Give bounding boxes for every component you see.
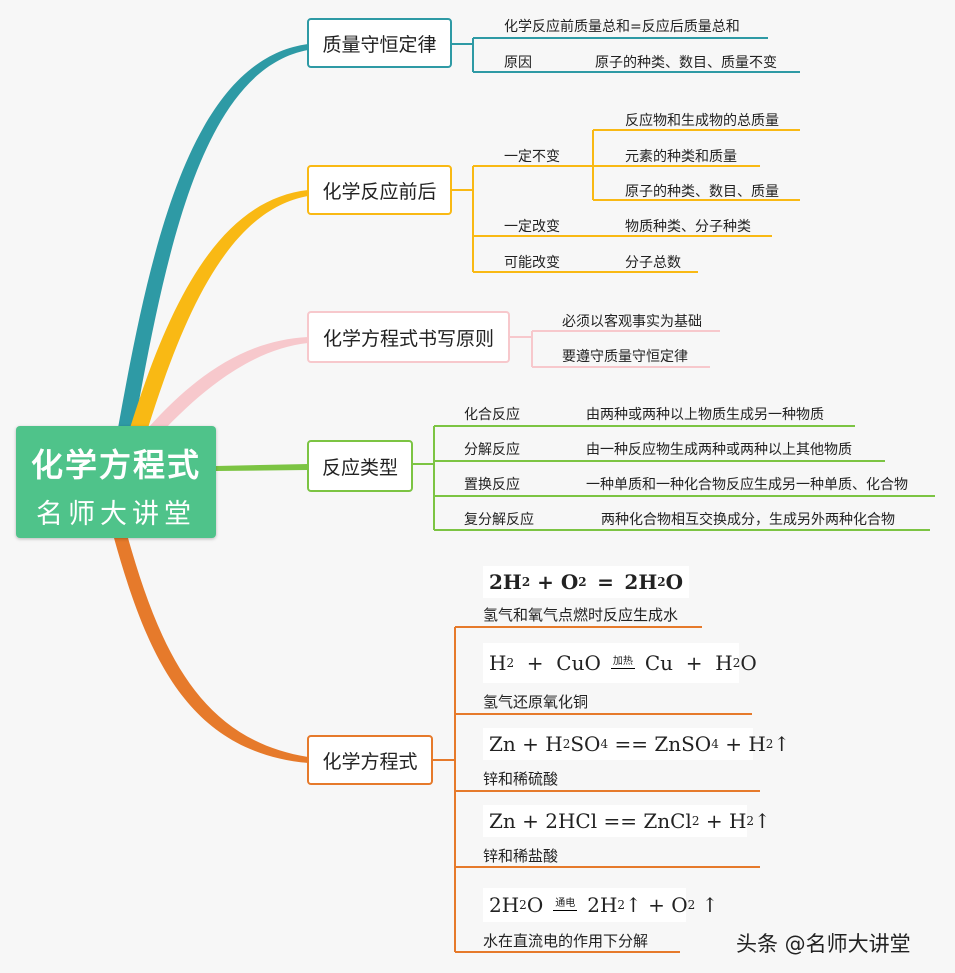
ribbon-pink bbox=[148, 337, 308, 428]
type-name: 置换反应 bbox=[464, 477, 520, 493]
ribbon-orange bbox=[114, 538, 308, 763]
branch-before-after[interactable]: 化学反应前后 bbox=[307, 165, 452, 215]
unchanged-label: 一定不变 bbox=[504, 149, 560, 165]
rule-item: 必须以客观事实为基础 bbox=[562, 314, 702, 330]
root-subtitle: 名师大讲堂 bbox=[36, 499, 196, 530]
type-desc: 一种单质和一种化合物反应生成另一种单质、化合物 bbox=[586, 477, 908, 493]
maybe-label: 可能改变 bbox=[504, 255, 560, 271]
unchanged-item: 反应物和生成物的总质量 bbox=[625, 113, 779, 129]
type-desc: 两种化合物相互交换成分，生成另外两种化合物 bbox=[601, 512, 895, 528]
condition-label: 加热 bbox=[612, 656, 633, 667]
branch-title: 质量守恒定律 bbox=[322, 33, 437, 56]
branch-title: 化学方程式书写原则 bbox=[322, 327, 494, 350]
unchanged-item: 原子的种类、数目、质量 bbox=[625, 184, 779, 200]
type-desc: 由一种反应物生成两种或两种以上其他物质 bbox=[586, 442, 852, 458]
branch-title: 化学反应前后 bbox=[322, 180, 437, 203]
root-title: 化学方程式 bbox=[30, 446, 201, 484]
branch-equations[interactable]: 化学方程式 bbox=[307, 735, 433, 785]
ribbon-yellow bbox=[130, 190, 308, 428]
equation-desc: 锌和稀硫酸 bbox=[483, 770, 559, 788]
maybe-text: 分子总数 bbox=[625, 255, 681, 271]
ribbon-teal bbox=[118, 44, 308, 428]
rule-item: 要遵守质量守恒定律 bbox=[562, 349, 688, 365]
changed-label: 一定改变 bbox=[504, 219, 560, 235]
equation-desc: 锌和稀盐酸 bbox=[483, 847, 559, 865]
branch-title: 化学方程式 bbox=[322, 750, 418, 773]
ribbon-green bbox=[216, 464, 308, 471]
equation-desc: 氢气还原氧化铜 bbox=[483, 693, 589, 711]
unchanged-item: 元素的种类和质量 bbox=[625, 149, 737, 165]
changed-text: 物质种类、分子种类 bbox=[625, 219, 751, 235]
equation-desc: 氢气和氧气点燃时反应生成水 bbox=[483, 606, 679, 624]
condition-label: 通电 bbox=[555, 898, 576, 909]
type-name: 化合反应 bbox=[464, 407, 520, 423]
branch-reaction-types[interactable]: 反应类型 bbox=[307, 440, 413, 492]
type-name: 分解反应 bbox=[464, 442, 520, 458]
type-desc: 由两种或两种以上物质生成另一种物质 bbox=[586, 407, 824, 423]
branch-writing-principles[interactable]: 化学方程式书写原则 bbox=[307, 311, 510, 363]
watermark: 头条 @名师大讲堂 bbox=[736, 932, 911, 956]
branch-mass-conservation[interactable]: 质量守恒定律 bbox=[307, 18, 452, 68]
root-node[interactable]: 化学方程式 名师大讲堂 bbox=[16, 426, 216, 538]
reason-text: 原子的种类、数目、质量不变 bbox=[595, 55, 777, 71]
equation-desc: 水在直流电的作用下分解 bbox=[483, 932, 649, 950]
reason-label: 原因 bbox=[504, 55, 532, 71]
type-name: 复分解反应 bbox=[464, 512, 534, 528]
law-text: 化学反应前质量总和=反应后质量总和 bbox=[504, 19, 740, 35]
branch-title: 反应类型 bbox=[321, 456, 398, 479]
